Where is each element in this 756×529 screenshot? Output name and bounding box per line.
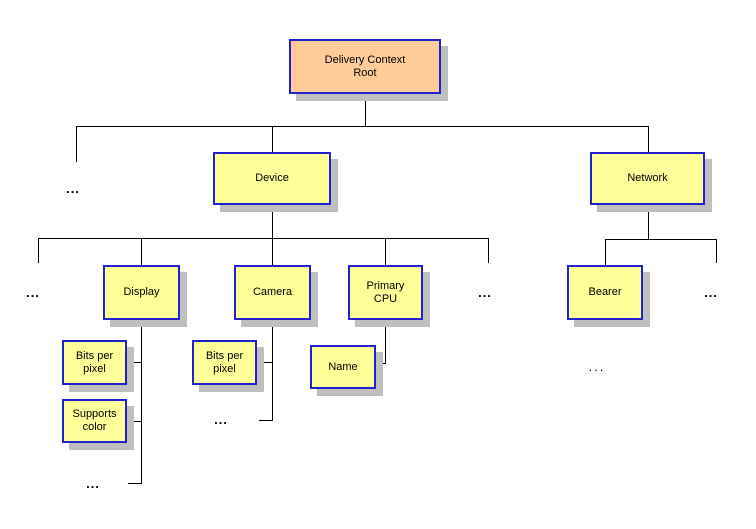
node-camera: Camera	[234, 265, 311, 320]
ellipsis-device-children-right-more: ...	[478, 285, 492, 300]
node-label-display: Display	[123, 286, 160, 298]
ellipsis-device-children-left-more: ...	[26, 285, 40, 300]
connector-to-device	[272, 126, 273, 152]
connector-network-children-horizontal	[605, 239, 717, 240]
node-label-display-bits-per-pixel: Bits per pixel	[75, 349, 114, 375]
node-name: Name	[310, 345, 376, 389]
connector-camera-bus	[272, 320, 273, 421]
node-label-delivery-context-root: Delivery Context Root	[324, 53, 406, 79]
node-network: Network	[590, 152, 705, 205]
node-delivery-context-root: Delivery Context Root	[289, 39, 441, 94]
ellipsis-camera-children-more: ...	[214, 412, 228, 427]
connector-camera-more-hook	[259, 420, 272, 421]
connector-device-children-horizontal	[38, 238, 489, 239]
node-label-network: Network	[627, 172, 668, 184]
connector-level1-left-more	[76, 126, 77, 162]
connector-to-camera	[272, 238, 273, 265]
connector-level1-horizontal	[76, 126, 649, 127]
connector-to-network	[648, 126, 649, 152]
node-label-name: Name	[328, 360, 358, 373]
ellipsis-top-level-more: ...	[66, 181, 80, 196]
connector-cpu-bus	[385, 320, 386, 364]
node-camera-bits-per-pixel: Bits per pixel	[192, 340, 257, 385]
connector-display-more-hook	[128, 483, 141, 484]
connector-to-display-bpp	[127, 362, 141, 363]
connector-network-right-more	[716, 239, 717, 263]
connector-device-right-more	[488, 238, 489, 263]
node-label-camera-bits-per-pixel: Bits per pixel	[205, 349, 244, 375]
connector-display-bus	[141, 320, 142, 484]
node-label-supports-color: Supports color	[72, 408, 117, 433]
connector-root-down	[365, 94, 366, 126]
node-device: Device	[213, 152, 331, 205]
connector-to-bearer	[605, 239, 606, 265]
node-label-device: Device	[255, 172, 289, 184]
connector-to-display	[141, 238, 142, 265]
node-label-bearer: Bearer	[588, 286, 622, 298]
connector-to-supports-color	[127, 421, 141, 422]
node-supports-color: Supports color	[62, 399, 127, 443]
ellipsis-network-children-more: ...	[704, 285, 718, 300]
connector-to-camera-bpp	[257, 362, 272, 363]
connector-to-name	[376, 363, 385, 364]
connector-device-left-more	[38, 238, 39, 263]
node-primary-cpu: Primary CPU	[348, 265, 423, 320]
ellipsis-display-children-more: ...	[86, 476, 100, 491]
connector-device-down	[272, 205, 273, 238]
node-display: Display	[103, 265, 180, 320]
node-display-bits-per-pixel: Bits per pixel	[62, 340, 127, 385]
node-label-camera: Camera	[252, 286, 293, 298]
node-bearer: Bearer	[567, 265, 643, 320]
connector-to-primary-cpu	[385, 238, 386, 265]
ellipsis-bearer-children-more: ...	[588, 359, 606, 374]
node-label-primary-cpu: Primary CPU	[366, 279, 405, 305]
connector-network-down	[648, 205, 649, 239]
